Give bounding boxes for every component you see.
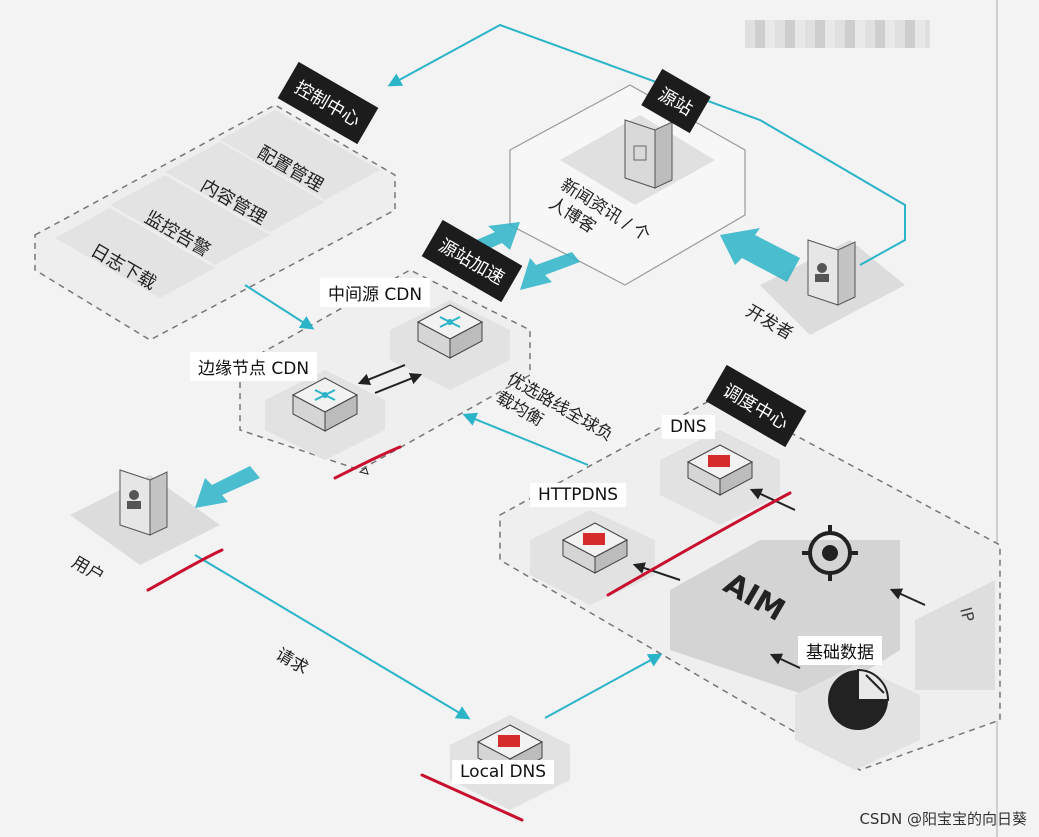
origin-server-icon xyxy=(624,119,673,189)
local-dns-device-icon xyxy=(476,724,544,776)
target-icon xyxy=(802,525,858,581)
httpdns-device-icon xyxy=(561,522,629,574)
dns-device-icon xyxy=(686,444,754,496)
dns-label: DNS xyxy=(662,415,715,439)
developer-to-control-line xyxy=(387,23,906,266)
middle-cdn-device-icon xyxy=(416,304,484,359)
developer-server-icon xyxy=(807,239,856,306)
control-to-cdn-line xyxy=(244,284,315,330)
request-line xyxy=(194,554,471,720)
edge-cdn-device-icon xyxy=(291,377,359,432)
httpdns-label: HTTPDNS xyxy=(530,483,627,507)
red-annotation-marks xyxy=(146,445,792,822)
blurred-header-area xyxy=(745,20,930,48)
edge-cdn-label: 边缘节点 CDN xyxy=(190,352,318,381)
pie-chart-icon xyxy=(828,668,890,730)
localdns-to-scheduling-line xyxy=(544,653,663,719)
local-dns-label: Local DNS xyxy=(452,760,555,784)
user-server-icon xyxy=(119,469,168,536)
middle-cdn-label: 中间源 CDN xyxy=(320,278,431,307)
global-route-line xyxy=(462,412,589,466)
watermark: CSDN @阳宝宝的向日葵 xyxy=(859,810,1027,828)
base-data-label: 基础数据 xyxy=(798,636,882,665)
